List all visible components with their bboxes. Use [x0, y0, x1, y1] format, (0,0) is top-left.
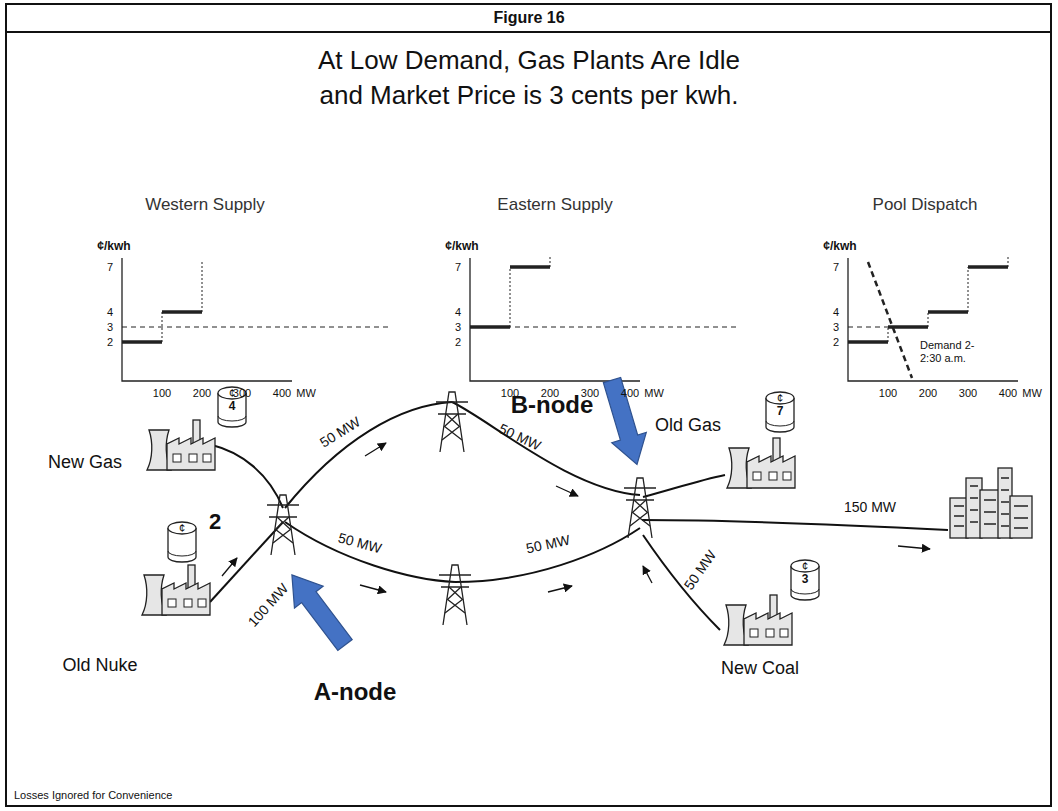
node-callout: A-node — [314, 678, 397, 706]
flow-label: 150 MW — [844, 499, 896, 515]
tick-label: 2 — [455, 336, 461, 349]
tick-label: 300 — [959, 387, 977, 400]
flow-label: 50 MW — [317, 413, 363, 450]
price-number: 3 — [802, 573, 809, 587]
tick-label: 400 — [999, 387, 1017, 400]
tick-label: 4 — [107, 306, 113, 319]
tick-label: 2 — [107, 336, 113, 349]
flow-label: 100 MW — [245, 580, 292, 630]
axis-unit: MW — [1022, 387, 1042, 400]
chart-title: Western Supply — [145, 195, 265, 215]
footnote: Losses Ignored for Convenience — [14, 789, 172, 802]
tick-label: 7 — [833, 261, 839, 274]
tick-label: 3 — [833, 321, 839, 334]
plant-name: Old Nuke — [62, 655, 137, 676]
coin-symbol: ¢ — [229, 387, 235, 400]
coin-symbol: ¢ — [802, 560, 808, 573]
tick-label: 100 — [153, 387, 171, 400]
tick-label: 100 — [879, 387, 897, 400]
axis-unit: ¢/kwh — [823, 240, 856, 254]
flow-label: 50 MW — [497, 420, 544, 453]
node-callout: B-node — [511, 391, 594, 419]
tick-label: 4 — [455, 306, 461, 319]
demand-label: Demand 2-2:30 a.m. — [920, 339, 992, 364]
tick-label: 300 — [233, 387, 251, 400]
price-number: 4 — [229, 400, 236, 414]
heading: At Low Demand, Gas Plants Are Idle and M… — [308, 43, 750, 113]
tick-label: 2 — [833, 336, 839, 349]
figure-number: Figure 16 — [493, 9, 564, 27]
flow-label: 50 MW — [337, 529, 384, 556]
coin-symbol: ¢ — [777, 392, 783, 405]
tick-label: 200 — [919, 387, 937, 400]
flow-label: 50 MW — [525, 532, 572, 557]
price-number: 7 — [777, 405, 784, 419]
axis-unit: MW — [296, 387, 316, 400]
axis-unit: MW — [644, 387, 664, 400]
chart-title: Eastern Supply — [497, 195, 612, 215]
tick-label: 4 — [833, 306, 839, 319]
plant-name: Old Gas — [655, 415, 721, 436]
axis-unit: ¢/kwh — [97, 240, 130, 254]
plant-name: New Gas — [48, 452, 122, 473]
coin-symbol: ¢ — [179, 522, 185, 535]
tick-label: 400 — [621, 387, 639, 400]
tick-label: 3 — [455, 321, 461, 334]
tick-label: 7 — [455, 261, 461, 274]
tick-label: 3 — [107, 321, 113, 334]
plant-name: New Coal — [721, 658, 799, 679]
tick-label: 200 — [193, 387, 211, 400]
tick-label: 400 — [273, 387, 291, 400]
tick-label: 7 — [107, 261, 113, 274]
chart-title: Pool Dispatch — [873, 195, 978, 215]
axis-unit: ¢/kwh — [445, 240, 478, 254]
flow-label: 50 MW — [681, 547, 720, 593]
price-number: 2 — [209, 509, 221, 534]
